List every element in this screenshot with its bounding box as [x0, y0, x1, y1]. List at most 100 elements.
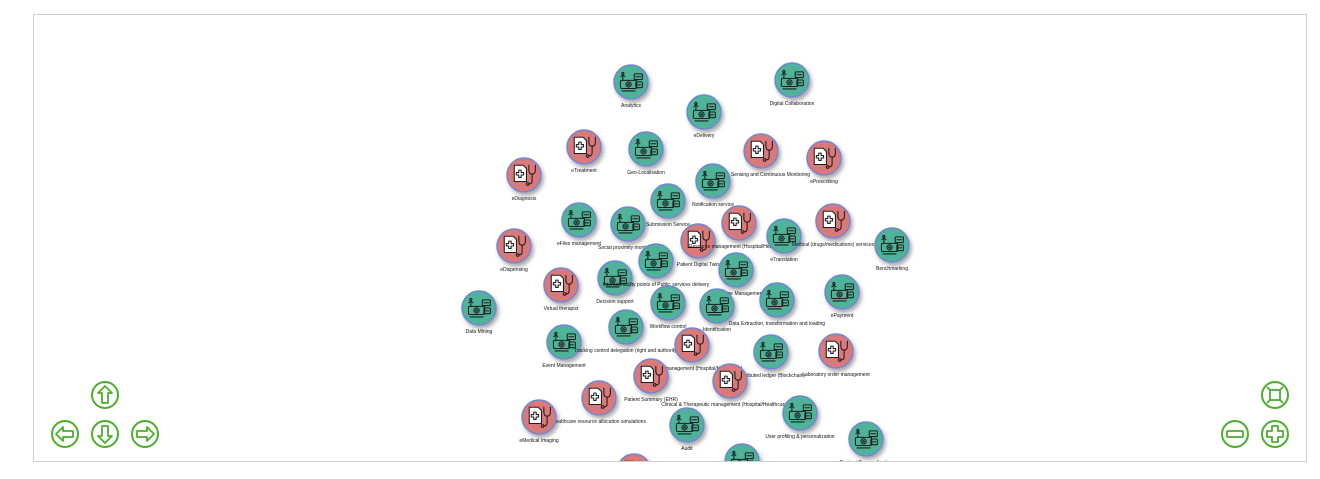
- clinical-node[interactable]: eTreatment: [566, 129, 602, 174]
- node-label: eDelivery: [694, 133, 715, 139]
- node-label: Clinical & Therapeutic management (Hospi…: [661, 402, 799, 408]
- node-circle[interactable]: [848, 421, 884, 457]
- clinical-node[interactable]: Patient Digital Twin: [677, 223, 720, 268]
- service-node[interactable]: Content Personalisation: [839, 421, 893, 462]
- zoom-extends-button[interactable]: [1260, 380, 1290, 410]
- clinical-node[interactable]: Healthcare resource allocation simulatio…: [552, 380, 646, 425]
- service-node[interactable]: User profiling & personalization: [765, 395, 835, 440]
- service-node[interactable]: [724, 443, 760, 462]
- service-node[interactable]: Interoperability points of Public servic…: [603, 243, 710, 288]
- pan-down-button[interactable]: [90, 419, 120, 449]
- service-node[interactable]: Identification: [699, 288, 735, 333]
- node-circle[interactable]: [650, 285, 686, 321]
- node-label: eMedical Imaging: [519, 438, 558, 444]
- clinical-node[interactable]: eMedical Imaging: [519, 399, 559, 444]
- zoom-out-icon: [1221, 420, 1249, 448]
- node-label: Distributed ledger (Blockchain): [737, 373, 805, 379]
- clinical-node[interactable]: Clinical & Therapeutic management (Hospi…: [661, 363, 799, 408]
- node-circle[interactable]: [461, 290, 497, 326]
- node-label: Notification service: [692, 202, 734, 208]
- clinical-node[interactable]: Laboratory order management: [802, 333, 870, 378]
- pan-up-button[interactable]: [90, 380, 120, 410]
- service-node[interactable]: Geo-Localisation: [627, 131, 665, 176]
- node-label: Knowledge Management: [708, 291, 764, 297]
- node-label: Patient Digital Twin: [677, 262, 720, 268]
- node-circle[interactable]: [650, 183, 686, 219]
- node-circle[interactable]: [699, 288, 735, 324]
- node-label: eFiles management: [557, 241, 602, 247]
- zoom-in-button[interactable]: [1260, 419, 1290, 449]
- service-node[interactable]: Tracking control delegation (right and a…: [574, 309, 679, 354]
- node-circle[interactable]: [597, 260, 633, 296]
- node-label: eTreatment: [571, 168, 597, 174]
- node-circle[interactable]: [759, 282, 795, 318]
- service-node[interactable]: eFiles management: [557, 202, 602, 247]
- service-node[interactable]: Analytics: [613, 64, 649, 109]
- node-label: Data Extraction, transformation and load…: [729, 321, 825, 327]
- node-label: Healthcare resource allocation simulatio…: [552, 419, 646, 425]
- service-node[interactable]: Submission Service: [646, 183, 690, 228]
- node-label: ePayment: [831, 313, 854, 319]
- node-circle[interactable]: [695, 163, 731, 199]
- pan-left-button[interactable]: [50, 419, 80, 449]
- node-label: Social proximity monitoring: [598, 245, 658, 251]
- node-label: Analytics: [621, 103, 642, 109]
- service-node[interactable]: Notification service: [692, 163, 734, 208]
- node-circle[interactable]: [617, 453, 651, 462]
- service-node[interactable]: Event Management: [542, 324, 586, 369]
- service-node[interactable]: Knowledge Management: [708, 252, 764, 297]
- clinical-node[interactable]: Medical (drugs/medications) services: [792, 203, 875, 248]
- node-label: Tracking control delegation (right and a…: [574, 348, 679, 354]
- clinical-node[interactable]: eDiagnosis: [506, 157, 542, 202]
- node-circle[interactable]: [669, 407, 705, 443]
- node-circle[interactable]: [561, 202, 597, 238]
- node-label: Geo-Localisation: [627, 170, 665, 176]
- node-circle[interactable]: [782, 395, 818, 431]
- node-label: eTranslation: [770, 257, 798, 263]
- service-node[interactable]: Distributed ledger (Blockchain): [737, 334, 805, 379]
- clinical-node[interactable]: ePrescribing: [806, 140, 842, 185]
- node-label: Laboratory order management: [802, 372, 870, 378]
- node-circle[interactable]: [718, 252, 754, 288]
- clinical-node[interactable]: Resource management (Hospital/Healthcare…: [689, 205, 790, 250]
- node-circle[interactable]: [613, 64, 649, 100]
- node-circle[interactable]: [638, 243, 674, 279]
- pan-right-button[interactable]: [130, 419, 160, 449]
- service-node[interactable]: Audit: [669, 407, 705, 452]
- node-label: eDispensing: [500, 267, 528, 273]
- node-circle[interactable]: [610, 206, 646, 242]
- zoom-extends-icon: [1261, 381, 1289, 409]
- arrow-down-icon: [91, 420, 119, 448]
- service-node[interactable]: Decision support: [596, 260, 634, 305]
- service-node[interactable]: eDelivery: [686, 94, 722, 139]
- node-label: Resource management (Hospital/Healthcare…: [689, 244, 790, 250]
- clinical-node[interactable]: Operation management (Hospital/Healthcar…: [642, 327, 743, 372]
- node-label: Benchmarking: [876, 266, 908, 272]
- clinical-node[interactable]: Patient Summary (EHR): [624, 358, 678, 403]
- service-node[interactable]: Digital Collaboration: [770, 62, 815, 107]
- clinical-node[interactable]: Remote Sensing and Continuous Monitoring: [712, 133, 810, 178]
- clinical-node[interactable]: Virtual therapist: [543, 267, 579, 312]
- nodes-layer: Analytics Digital Collaboration eDelivery e…: [461, 62, 910, 462]
- service-node[interactable]: ePayment: [824, 274, 860, 319]
- service-node[interactable]: Social proximity monitoring: [598, 206, 658, 251]
- node-label: Identification: [703, 327, 731, 333]
- network-graph[interactable]: Analytics Digital Collaboration eDelivery e…: [34, 15, 1307, 462]
- service-node[interactable]: Benchmarking: [874, 227, 910, 272]
- service-node[interactable]: Workflow control: [650, 285, 687, 330]
- node-label: Decision support: [596, 299, 634, 305]
- node-circle[interactable]: [608, 309, 644, 345]
- clinical-node[interactable]: [617, 453, 651, 462]
- node-circle[interactable]: [874, 227, 910, 263]
- service-node[interactable]: eTranslation: [766, 218, 802, 263]
- node-circle[interactable]: [628, 131, 664, 167]
- service-node[interactable]: Data Extraction, transformation and load…: [729, 282, 825, 327]
- node-circle[interactable]: [753, 334, 789, 370]
- zoom-out-button[interactable]: [1220, 419, 1250, 449]
- service-node[interactable]: Data Mining: [461, 290, 497, 335]
- node-circle[interactable]: [824, 274, 860, 310]
- node-circle[interactable]: [686, 94, 722, 130]
- node-circle[interactable]: [774, 62, 810, 98]
- network-canvas[interactable]: Analytics Digital Collaboration eDelivery e…: [33, 14, 1307, 462]
- clinical-node[interactable]: eDispensing: [496, 228, 532, 273]
